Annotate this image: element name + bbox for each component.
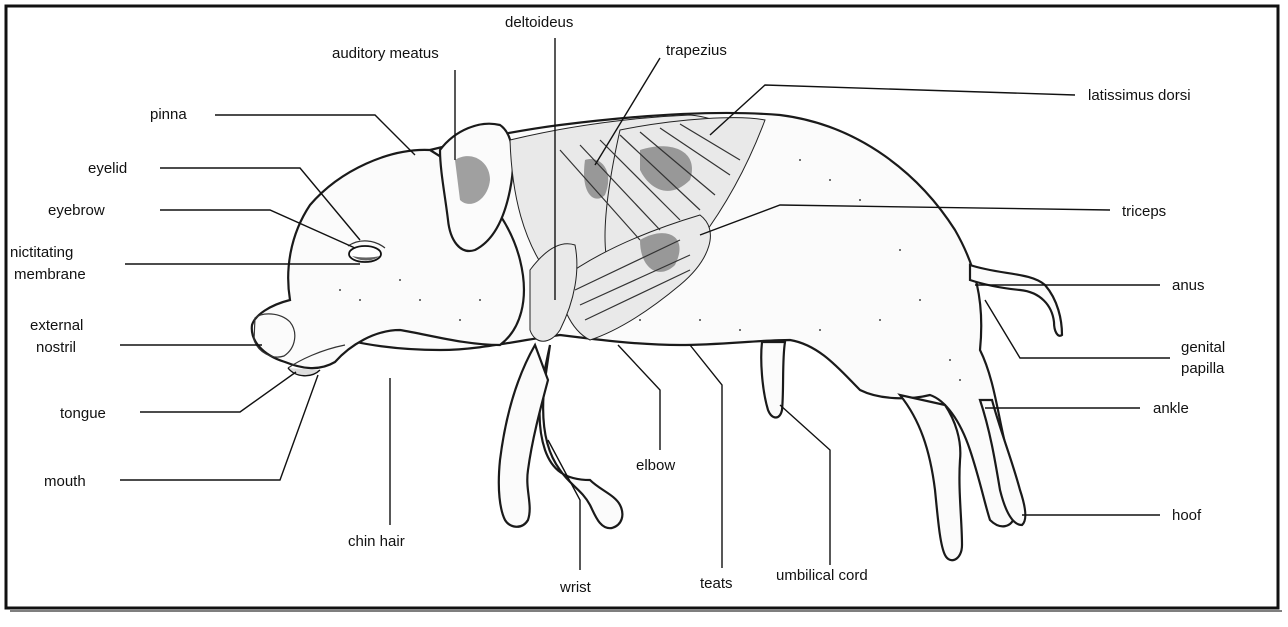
hind-leg: [900, 395, 962, 560]
label-pinna: pinna: [150, 106, 187, 123]
label-nictitating-2: membrane: [14, 266, 86, 283]
label-auditory-meatus: auditory meatus: [332, 45, 439, 62]
label-triceps: triceps: [1122, 203, 1166, 220]
pig-illustration: [252, 113, 1062, 560]
leader-teats: [690, 345, 722, 568]
leader-pinna: [215, 115, 415, 155]
label-hoof: hoof: [1172, 507, 1202, 524]
label-elbow: elbow: [636, 457, 675, 474]
label-chin-hair: chin hair: [348, 533, 405, 550]
label-genital-papilla-2: papilla: [1181, 360, 1225, 377]
label-trapezius: trapezius: [666, 42, 727, 59]
label-eyelid: eyelid: [88, 160, 127, 177]
label-external-nostril-1: external: [30, 317, 83, 334]
label-latissimus-dorsi: latissimus dorsi: [1088, 87, 1191, 104]
leader-genital-papilla: [985, 300, 1170, 358]
label-ankle: ankle: [1153, 400, 1189, 417]
label-eyebrow: eyebrow: [48, 202, 105, 219]
leader-tongue: [140, 372, 296, 412]
tail: [970, 265, 1062, 336]
label-wrist: wrist: [559, 579, 592, 596]
label-deltoideus: deltoideus: [505, 14, 573, 31]
label-external-nostril-2: nostril: [36, 339, 76, 356]
label-tongue: tongue: [60, 405, 106, 422]
label-nictitating-1: nictitating: [10, 244, 73, 261]
leader-umbilical-cord: [780, 405, 830, 565]
label-umbilical-cord: umbilical cord: [776, 567, 868, 584]
leader-mouth: [120, 375, 318, 480]
label-teats: teats: [700, 575, 733, 592]
leader-elbow: [618, 345, 660, 450]
label-genital-papilla-1: genital: [1181, 339, 1225, 356]
label-mouth: mouth: [44, 473, 86, 490]
label-anus: anus: [1172, 277, 1205, 294]
far-front-leg: [540, 345, 623, 528]
